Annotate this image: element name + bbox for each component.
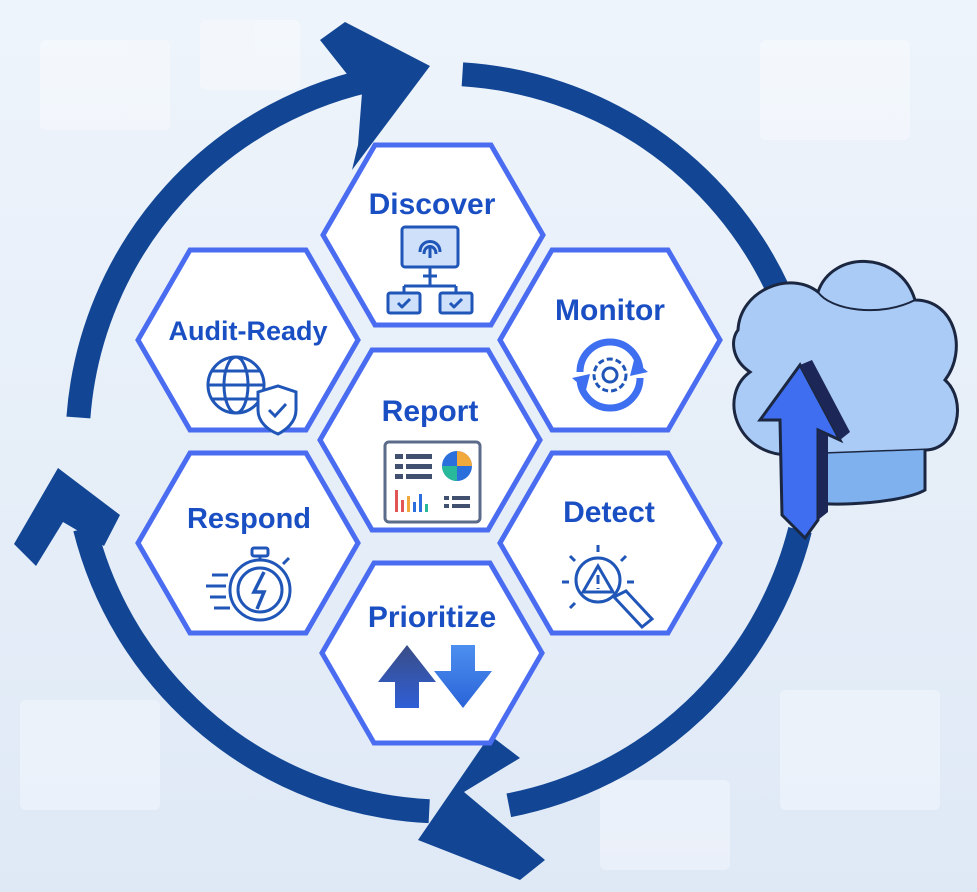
hex-tile-prioritize — [319, 560, 545, 746]
label-prioritize: Prioritize — [368, 601, 496, 634]
background-tiles — [20, 20, 940, 870]
cycle-arc-left — [66, 64, 391, 419]
cycle-arrowheads — [14, 22, 545, 880]
hex-tile-respond — [135, 450, 361, 636]
warning-magnifier-icon — [562, 545, 655, 630]
cycle-arrows-icon — [66, 62, 812, 824]
hex-tile-detect — [497, 450, 723, 636]
stopwatch-lightning-icon — [206, 546, 292, 622]
network-fingerprint-icon — [386, 225, 474, 315]
arrowhead-top — [320, 22, 430, 170]
hex-tile-report — [317, 347, 543, 533]
label-audit-ready: Audit-Ready — [168, 316, 327, 346]
cycle-arc-top — [461, 62, 789, 295]
label-report: Report — [382, 395, 479, 428]
label-discover: Discover — [369, 188, 496, 221]
cycle-arc-right — [506, 527, 812, 818]
cloud-upload-icon — [732, 259, 959, 541]
arrowhead-bottom — [418, 735, 545, 880]
label-detect: Detect — [563, 496, 655, 529]
label-respond: Respond — [187, 503, 311, 535]
report-dashboard-icon — [383, 440, 482, 524]
hex-tile-audit-ready — [135, 247, 361, 433]
cloud-arrow — [757, 362, 844, 541]
cycle-arc-bottom — [73, 525, 430, 824]
arrowhead-left — [14, 468, 120, 566]
gear-refresh-icon — [572, 338, 648, 412]
up-down-arrows-icon — [378, 645, 492, 708]
globe-shield-icon — [206, 355, 298, 436]
label-monitor: Monitor — [555, 294, 665, 327]
